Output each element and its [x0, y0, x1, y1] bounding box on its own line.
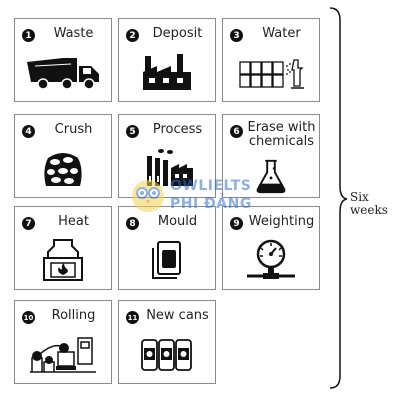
step-label: Deposit [152, 26, 203, 41]
step-label: Waste [53, 26, 94, 41]
step-label: Heat [58, 214, 89, 229]
step-9-weighting: 9 Weighting [222, 206, 320, 290]
step-number: 3 [230, 29, 243, 42]
step-11-new-cans: 11 New cans [118, 300, 216, 384]
step-label: New cans [146, 308, 209, 323]
step-number: 4 [22, 125, 35, 138]
step-6-erase-with-chemicals: 6 Erase with chemicals [222, 114, 320, 198]
factory-icon [119, 49, 215, 95]
step-number: 6 [230, 125, 243, 138]
step-7-heat: 7 Heat [14, 206, 112, 290]
weighing-scale-icon [223, 237, 319, 283]
step-4-crush: 4 Crush [14, 114, 112, 198]
step-number: 1 [22, 29, 35, 42]
step-8-mould: 8 Mould [118, 206, 216, 290]
step-label: Erase with chemicals [247, 120, 316, 149]
duration-brace [329, 7, 348, 389]
step-label: Mould [157, 214, 198, 229]
duration-label: Six weeks [350, 190, 388, 217]
step-3-water: 3 Water [222, 18, 320, 102]
chemical-flask-icon [223, 157, 319, 195]
mould-icon [119, 237, 215, 283]
furnace-icon [15, 237, 111, 283]
step-2-deposit: 2 Deposit [118, 18, 216, 102]
step-number: 8 [126, 217, 139, 230]
rolling-mill-icon [15, 331, 111, 377]
step-label: Process [152, 122, 203, 137]
step-number: 9 [230, 217, 243, 230]
step-10-rolling: 10 Rolling [14, 300, 112, 384]
crushed-cans-icon [15, 145, 111, 191]
cans-icon [119, 331, 215, 377]
step-number: 11 [126, 311, 139, 324]
step-label: Weighting [248, 214, 315, 229]
processing-plant-icon [119, 145, 215, 191]
step-1-waste: 1 Waste [14, 18, 112, 102]
step-5-process: 5 Process [118, 114, 216, 198]
step-number: 5 [126, 125, 139, 138]
step-label: Water [262, 26, 301, 41]
water-spray-icon [223, 49, 319, 95]
step-label: Rolling [51, 308, 96, 323]
step-number: 2 [126, 29, 139, 42]
garbage-truck-icon [15, 49, 111, 95]
step-number: 10 [22, 311, 35, 324]
step-number: 7 [22, 217, 35, 230]
step-label: Crush [54, 122, 93, 137]
